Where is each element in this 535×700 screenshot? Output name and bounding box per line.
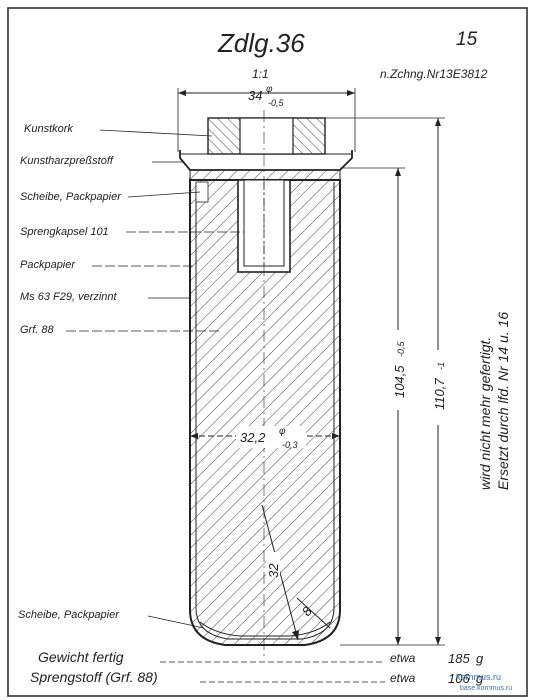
weight-explosive-unit: g <box>476 671 484 686</box>
weight-finished-label: Gewicht fertig <box>38 649 124 665</box>
top-diameter-tolerance: -0,5 <box>268 98 285 108</box>
total-length-dimension: 110,7 -1 <box>325 117 448 645</box>
watermark-sub: base.kornmus.ru <box>460 685 512 692</box>
part-label-scheibe-bottom: Scheibe, Packpapier <box>18 609 120 621</box>
scale-label: 1:1 <box>252 67 269 81</box>
part-label-scheibe-top: Scheibe, Packpapier <box>20 191 122 203</box>
body-diameter-dimension: 32,2 φ -0,3 <box>190 426 340 450</box>
page-number: 15 <box>456 29 478 50</box>
obsolete-note-line-2: Ersetzt durch lfd. Nr 14 u. 16 <box>495 312 511 490</box>
inner-length-value: 104,5 <box>392 365 407 398</box>
part-label-grf88: Grf. 88 <box>20 324 55 336</box>
inner-length-tolerance: -0,5 <box>396 340 406 357</box>
outer-shell <box>189 179 341 646</box>
body-diameter-mark: φ <box>279 426 286 437</box>
part-label-ms63: Ms 63 F29, verzinnt <box>20 291 118 303</box>
drawing-reference: n.Zchng.Nr13E3812 <box>380 67 488 81</box>
inner-length-dimension: 104,5 -0,5 <box>340 167 445 646</box>
watermark-main: kornmus.ru <box>456 672 501 682</box>
weight-explosive-prefix: etwa <box>390 671 416 685</box>
total-length-value: 110,7 <box>432 378 447 410</box>
part-label-kunstkork: Kunstkork <box>24 123 73 135</box>
weight-explosive-value: 106 <box>448 671 470 686</box>
bottom-radius-value: 32 <box>266 563 281 578</box>
weight-finished-prefix: etwa <box>390 651 416 665</box>
top-diameter-dimension: 34 φ -0,5 <box>177 84 356 152</box>
top-diameter-value: 34 <box>248 88 262 103</box>
weight-finished-value: 185 <box>448 651 470 666</box>
part-label-kunstharz: Kunstharzpreßstoff <box>20 155 114 167</box>
detonator-body <box>179 110 353 660</box>
part-labels: Kunstkork Kunstharzpreßstoff Scheibe, Pa… <box>18 123 244 629</box>
body-diameter-value: 32,2 <box>240 430 266 445</box>
obsolete-note: wird nicht mehr gefertigt. Ersetzt durch… <box>477 312 511 490</box>
drawing-title: Zdlg.36 <box>217 28 305 58</box>
weight-explosive-label: Sprengstoff (Grf. 88) <box>30 669 158 685</box>
part-label-packpapier: Packpapier <box>20 259 76 271</box>
part-label-sprengkapsel: Sprengkapsel 101 <box>20 226 109 238</box>
obsolete-note-line-1: wird nicht mehr gefertigt. <box>477 337 493 490</box>
weight-table: Gewicht fertig etwa 185 g Sprengstoff (G… <box>30 649 484 686</box>
total-length-tolerance: -1 <box>436 362 446 370</box>
top-diameter-mark: φ <box>266 84 273 95</box>
body-diameter-tolerance: -0,3 <box>282 440 298 450</box>
weight-finished-unit: g <box>476 651 484 666</box>
